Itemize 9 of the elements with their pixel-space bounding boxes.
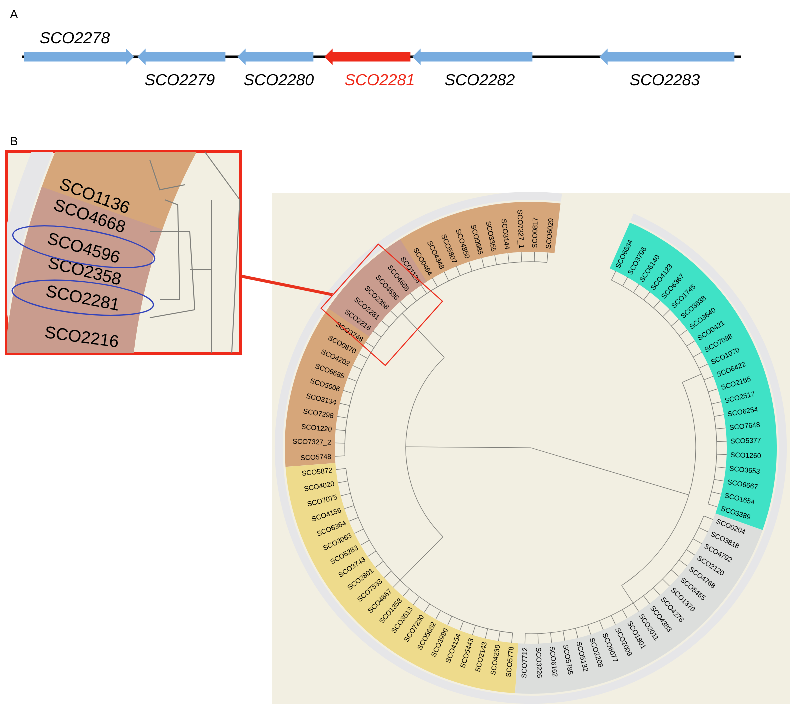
gene-label: SCO2278 xyxy=(40,32,110,44)
connector-line xyxy=(242,275,333,296)
gene-label: SCO2283 xyxy=(630,74,700,86)
gene-label: SCO2280 xyxy=(244,74,314,86)
panel-letter: A xyxy=(10,10,18,18)
gene-label: SCO2281 xyxy=(345,74,414,86)
gene-label: SCO2279 xyxy=(145,74,215,86)
panel-letter: B xyxy=(11,137,18,146)
gene-label: SCO2282 xyxy=(445,74,515,86)
